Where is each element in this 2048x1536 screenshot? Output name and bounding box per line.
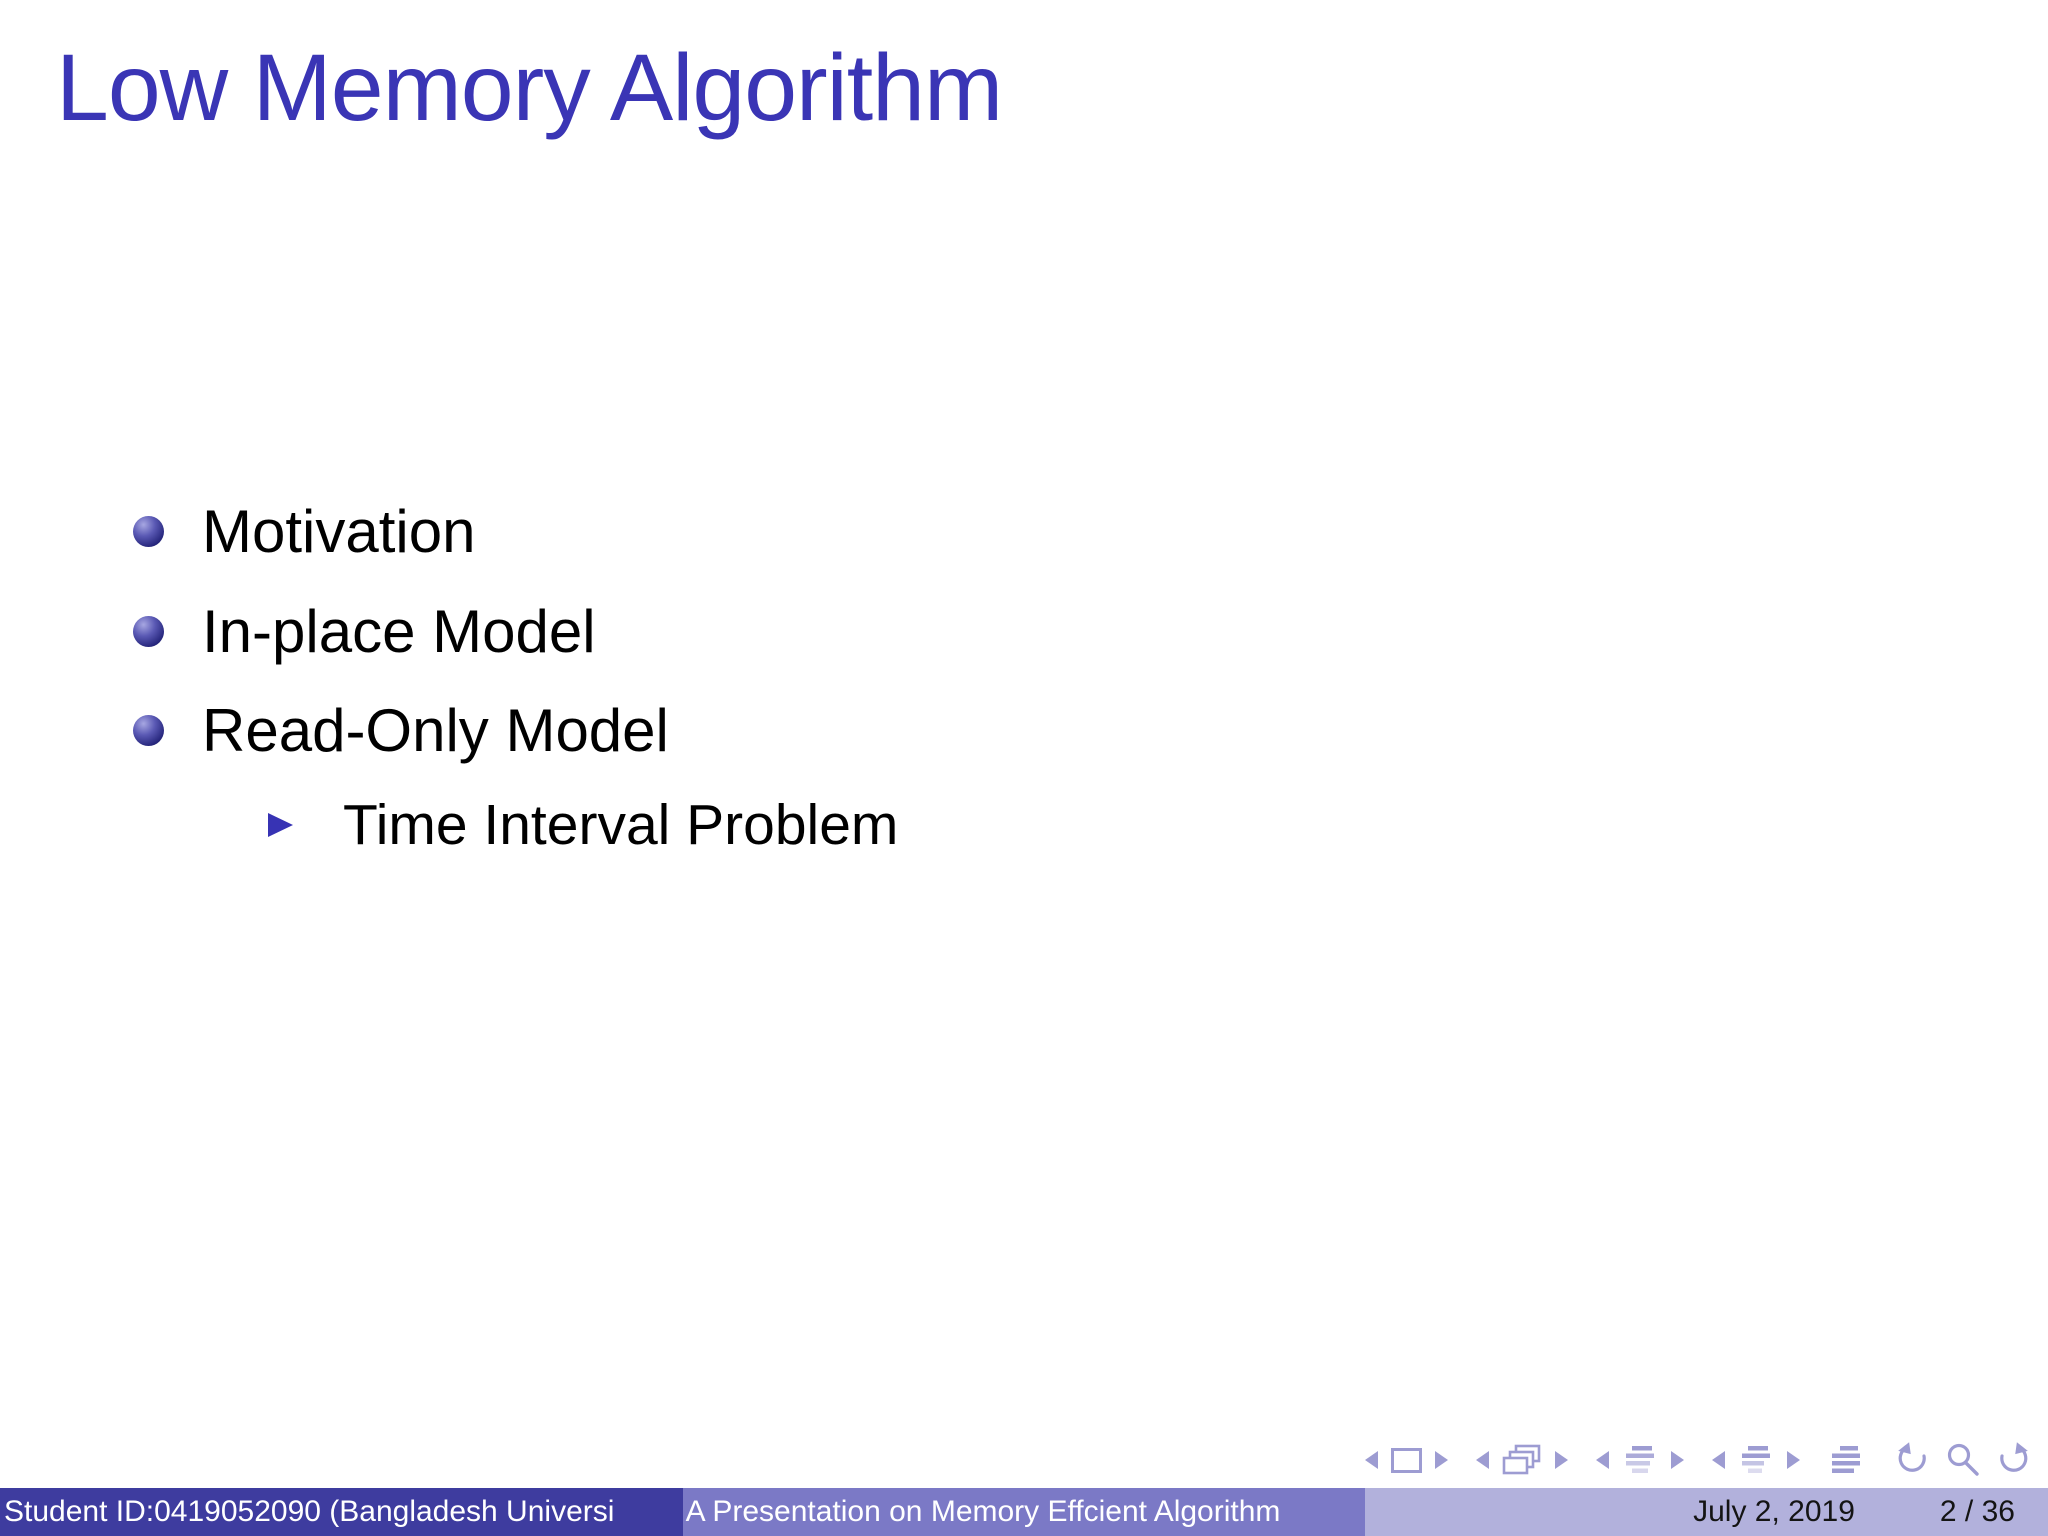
slide-nav-group: [1365, 1447, 1448, 1473]
history-search-group: [1892, 1442, 2034, 1478]
list-item-label: Motivation: [202, 498, 476, 565]
search-icon[interactable]: [1945, 1442, 1981, 1478]
list-item-label: In-place Model: [202, 598, 596, 665]
document-nav-group: [1828, 1444, 1864, 1476]
footer-author-text: Student ID:0419052090 (Bangladesh Univer…: [4, 1495, 615, 1528]
footer-date-page-box: July 2, 2019 2 / 36: [1365, 1488, 2048, 1536]
back-history-icon[interactable]: [1892, 1442, 1932, 1478]
prev-frame-arrow-icon[interactable]: [1476, 1451, 1489, 1469]
page-title: Low Memory Algorithm: [56, 35, 1003, 141]
footer-page-number: 2 / 36: [1939, 1495, 2015, 1528]
next-section-arrow-icon[interactable]: [1787, 1451, 1800, 1469]
list-subitem: Time Interval Problem: [268, 792, 898, 858]
section-lines-icon[interactable]: [1738, 1444, 1774, 1476]
subsection-lines-icon[interactable]: [1622, 1444, 1658, 1476]
footer-date-text: July 2, 2019: [1693, 1495, 1855, 1528]
frame-nav-group: [1476, 1444, 1568, 1477]
next-slide-arrow-icon[interactable]: [1435, 1451, 1448, 1469]
forward-history-icon[interactable]: [1994, 1442, 2034, 1478]
footer-title-text: A Presentation on Memory Effcient Algori…: [685, 1495, 1281, 1528]
slide-frame-icon[interactable]: [1391, 1447, 1422, 1473]
list-item: In-place Model: [133, 597, 596, 666]
frame-stack-icon[interactable]: [1502, 1444, 1542, 1477]
list-item: Read-Only Model: [133, 696, 669, 765]
subsection-nav-group: [1596, 1444, 1684, 1476]
ball-bullet-icon: [133, 616, 164, 647]
next-frame-arrow-icon[interactable]: [1555, 1451, 1568, 1469]
footer-author-box: Student ID:0419052090 (Bangladesh Univer…: [0, 1488, 683, 1536]
triangle-bullet-icon: [268, 813, 293, 837]
document-lines-icon[interactable]: [1828, 1444, 1864, 1476]
prev-subsection-arrow-icon[interactable]: [1596, 1451, 1609, 1469]
next-subsection-arrow-icon[interactable]: [1671, 1451, 1684, 1469]
beamer-navigation-bar: [1365, 1440, 2034, 1480]
ball-bullet-icon: [133, 715, 164, 746]
list-item: Motivation: [133, 497, 475, 566]
footer-title-box: A Presentation on Memory Effcient Algori…: [682, 1488, 1366, 1536]
footline: Student ID:0419052090 (Bangladesh Univer…: [0, 1488, 2048, 1536]
list-item-label: Read-Only Model: [202, 697, 669, 764]
list-item-label: Time Interval Problem: [343, 793, 899, 857]
prev-slide-arrow-icon[interactable]: [1365, 1451, 1378, 1469]
ball-bullet-icon: [133, 516, 164, 547]
prev-section-arrow-icon[interactable]: [1712, 1451, 1725, 1469]
section-nav-group: [1712, 1444, 1800, 1476]
